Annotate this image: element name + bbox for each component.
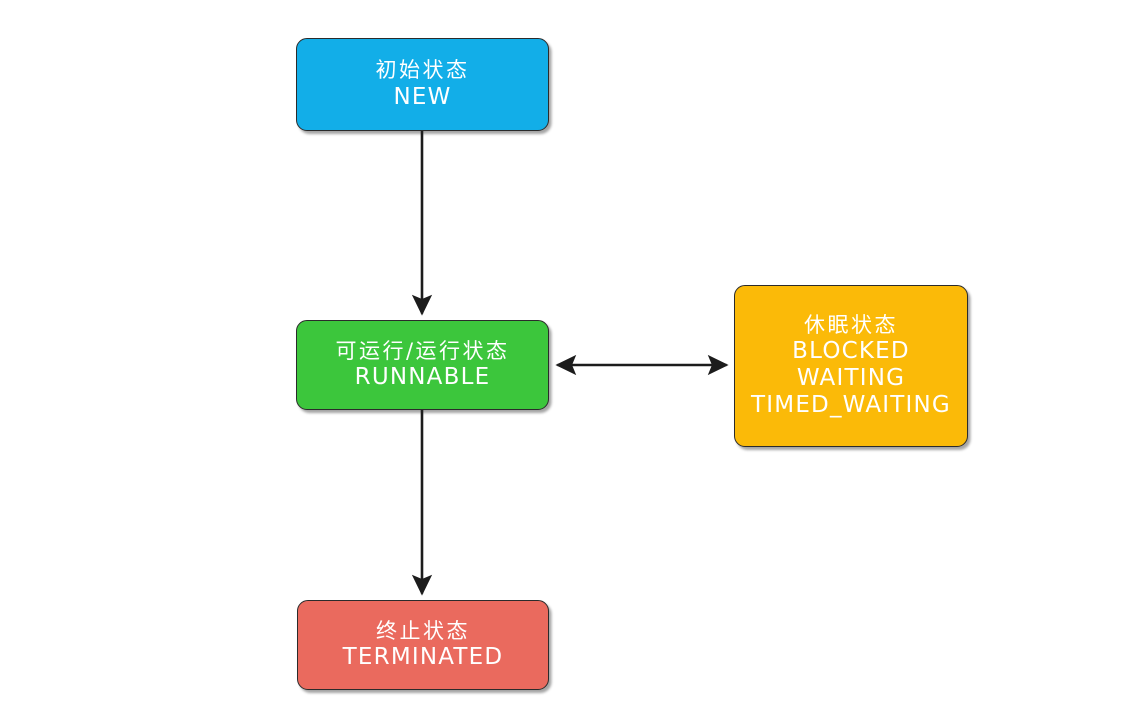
state-node-blocked-waiting[interactable]: 休眠状态 BLOCKED WAITING TIMED_WAITING xyxy=(734,285,968,447)
node-blocked-label-blocked: BLOCKED xyxy=(792,338,910,365)
node-blocked-label-waiting: WAITING xyxy=(796,365,906,392)
node-new-label-cn: 初始状态 xyxy=(375,58,470,83)
state-node-terminated[interactable]: 终止状态 TERMINATED xyxy=(297,600,549,690)
node-terminated-label-cn: 终止状态 xyxy=(376,618,470,643)
node-runnable-label-en: RUNNABLE xyxy=(354,364,491,391)
node-blocked-label-cn: 休眠状态 xyxy=(804,312,898,337)
node-terminated-label-en: TERMINATED xyxy=(342,644,504,671)
state-node-runnable[interactable]: 可运行/运行状态 RUNNABLE xyxy=(296,320,549,410)
node-runnable-label-cn: 可运行/运行状态 xyxy=(335,338,510,363)
state-node-new[interactable]: 初始状态 NEW xyxy=(296,38,549,131)
node-new-label-en: NEW xyxy=(393,83,452,110)
node-blocked-label-timed-waiting: TIMED_WAITING xyxy=(751,392,951,419)
